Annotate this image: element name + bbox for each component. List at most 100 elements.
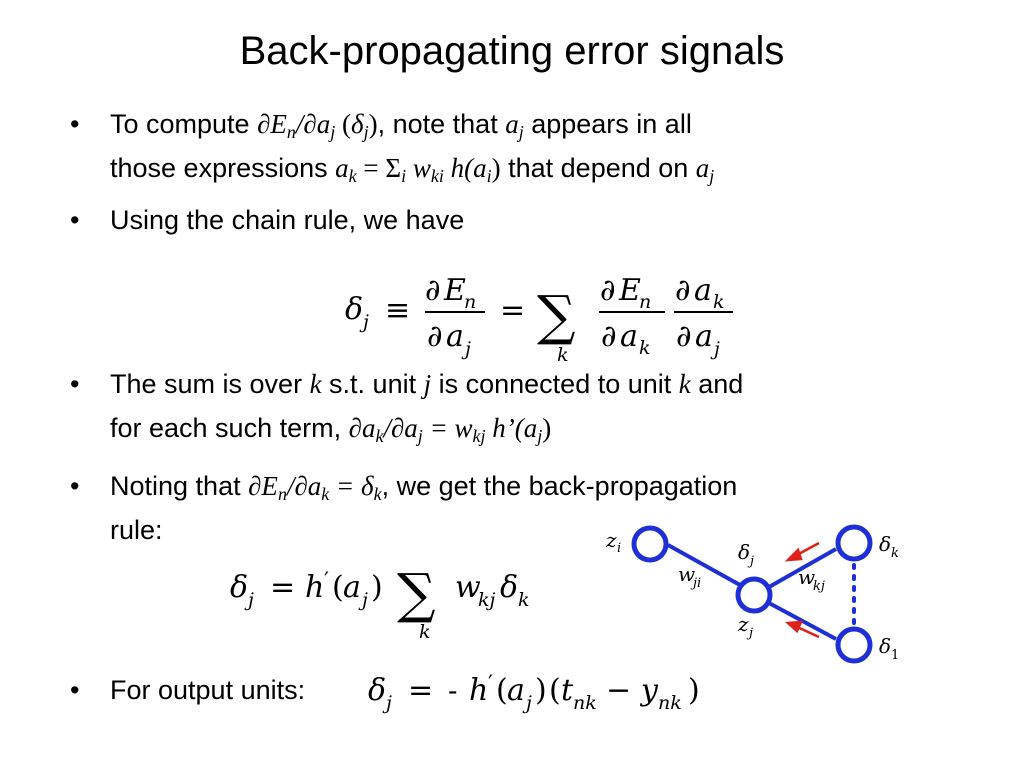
math-fragment: = w [422,413,473,443]
eq-subscript-k: k [518,589,530,611]
math-fragment: j [423,369,432,399]
math-fragment: a [335,153,349,183]
eq-prime: ′ [324,569,329,594]
slide-title: Back-propagating error signals [239,29,785,73]
eq-subscript-n: n [639,291,651,313]
text-fragment: that depend on [500,153,696,183]
bullet-line-2: rule: [110,515,163,545]
label-subscript-ji: ji [690,576,701,591]
math-fragment: a [695,153,710,183]
bullet-dot: • [70,109,80,139]
eq-partial: ∂ [601,319,617,354]
arrowhead-upper [784,547,803,562]
eq-partial: ∂ [600,273,616,308]
label-delta: δ [738,540,750,564]
eq-subscript-k: k [713,291,725,313]
label-subscript-i: i [617,541,621,556]
text-fragment: for each such term, [110,413,349,443]
eq-lparen: ( [549,673,561,708]
label-subscript-kj: kj [813,579,825,594]
eq-subscript-kj: kj [478,589,496,611]
eq-sum: ∑ [537,284,576,347]
bullet-line-1: To compute ∂En/∂aj (δj), note that aj ap… [110,102,950,146]
eq-subscript-nk: nk [658,692,682,714]
eq-equiv: ≡ [385,293,410,328]
eq-equals: = [408,673,433,708]
math-fragment: k [678,369,691,399]
bullet-dot: • [70,675,80,705]
edge-z-to-delta-j [667,543,741,587]
eq-partial: ∂ [427,319,443,354]
math-fragment: k [309,369,322,399]
diagram-nodes [631,524,873,664]
math-fragment: ∂E [257,109,287,139]
text-fragment: s.t. unit [321,369,424,399]
eq-a: a [695,319,713,354]
bullet-body: For output units: [110,675,306,705]
text-fragment: appears in all [523,109,692,139]
math-fragment: w [406,153,431,183]
eq-partial: ∂ [676,319,692,354]
text-fragment: is connected to unit [431,369,679,399]
network-diagram: z i w ji δ j w kj z j δ k δ 1 [605,524,899,664]
math-subscript: n [286,122,296,142]
bullet-compute-gradient: • To compute ∂En/∂aj (δj), note that aj … [70,102,960,192]
label-subscript-1: 1 [891,648,899,663]
eq-a: a [343,570,361,605]
math-fragment: /∂a [286,471,322,501]
math-fragment: = δ [329,471,374,501]
eq-subscript-j: j [461,338,471,360]
eq-subscript-j: j [358,589,368,611]
eq-h: h [469,673,488,708]
label-subscript-j: j [746,626,753,641]
math-fragment: h(a [443,153,487,183]
bullet-backprop-rule: • Noting that ∂En/∂ak = δk, we get the b… [70,464,960,554]
label-subscript-k: k [891,546,899,561]
math-fragment: δ [351,109,364,139]
label-w: w [798,565,815,589]
bullet-dot: • [70,205,80,235]
eq-delta: δ [500,570,518,605]
eq-partial: ∂ [425,273,441,308]
bullet-line-2: those expressions ak = Σi wki h(ai) that… [110,146,950,190]
text-fragment: To compute [110,109,258,139]
math-subscript: i [486,166,492,186]
eq-rparen: ) [535,673,547,708]
math-subscript: j [518,122,524,142]
bullet-chain-rule: • Using the chain rule, we have [70,198,960,242]
math-fragment: ∂a [348,413,376,443]
text-fragment: Noting that [110,471,249,501]
bullet-line-1: The sum is over k s.t. unit j is connect… [110,362,950,406]
math-subscript: ki [430,166,444,186]
node-delta-1 [835,626,873,664]
equation-backprop-rule: δ j = h ′ ( a j ) ∑ k w kj δ k [230,562,530,642]
arrowhead-lower [784,620,803,634]
math-subscript: j [537,426,543,446]
math-fragment: ( [335,109,352,139]
eq-subscript-nk: nk [573,692,597,714]
eq-y: y [639,673,659,708]
edge-delta-j-to-delta-k [768,547,837,589]
eq-subscript-k: k [639,337,651,359]
math-fragment: /∂a [383,413,418,443]
label-subscript-j: j [747,554,754,569]
bullet-dot: • [70,369,80,399]
eq-equals: = [270,570,295,605]
eq-E: E [618,273,641,308]
math-subscript: j [417,426,423,446]
eq-partial: ∂ [675,273,691,308]
math-subscript: k [373,484,382,504]
bullet-body: Using the chain rule, we have [110,205,465,235]
eq-rparen: ) [688,673,700,708]
math-fragment: = Σ [356,153,402,183]
math-subscript: i [401,166,407,186]
eq-a: a [694,273,712,308]
text-fragment: and [690,369,744,399]
eq-w: w [455,570,481,605]
bullet-body: The sum is over k s.t. unit j is connect… [110,362,950,450]
math-subscript: j [363,122,369,142]
math-subscript: k [321,484,330,504]
math-fragment: h’(a [485,413,538,443]
eq-rparen: ) [371,570,383,605]
eq-minus-sign: - [448,674,457,707]
